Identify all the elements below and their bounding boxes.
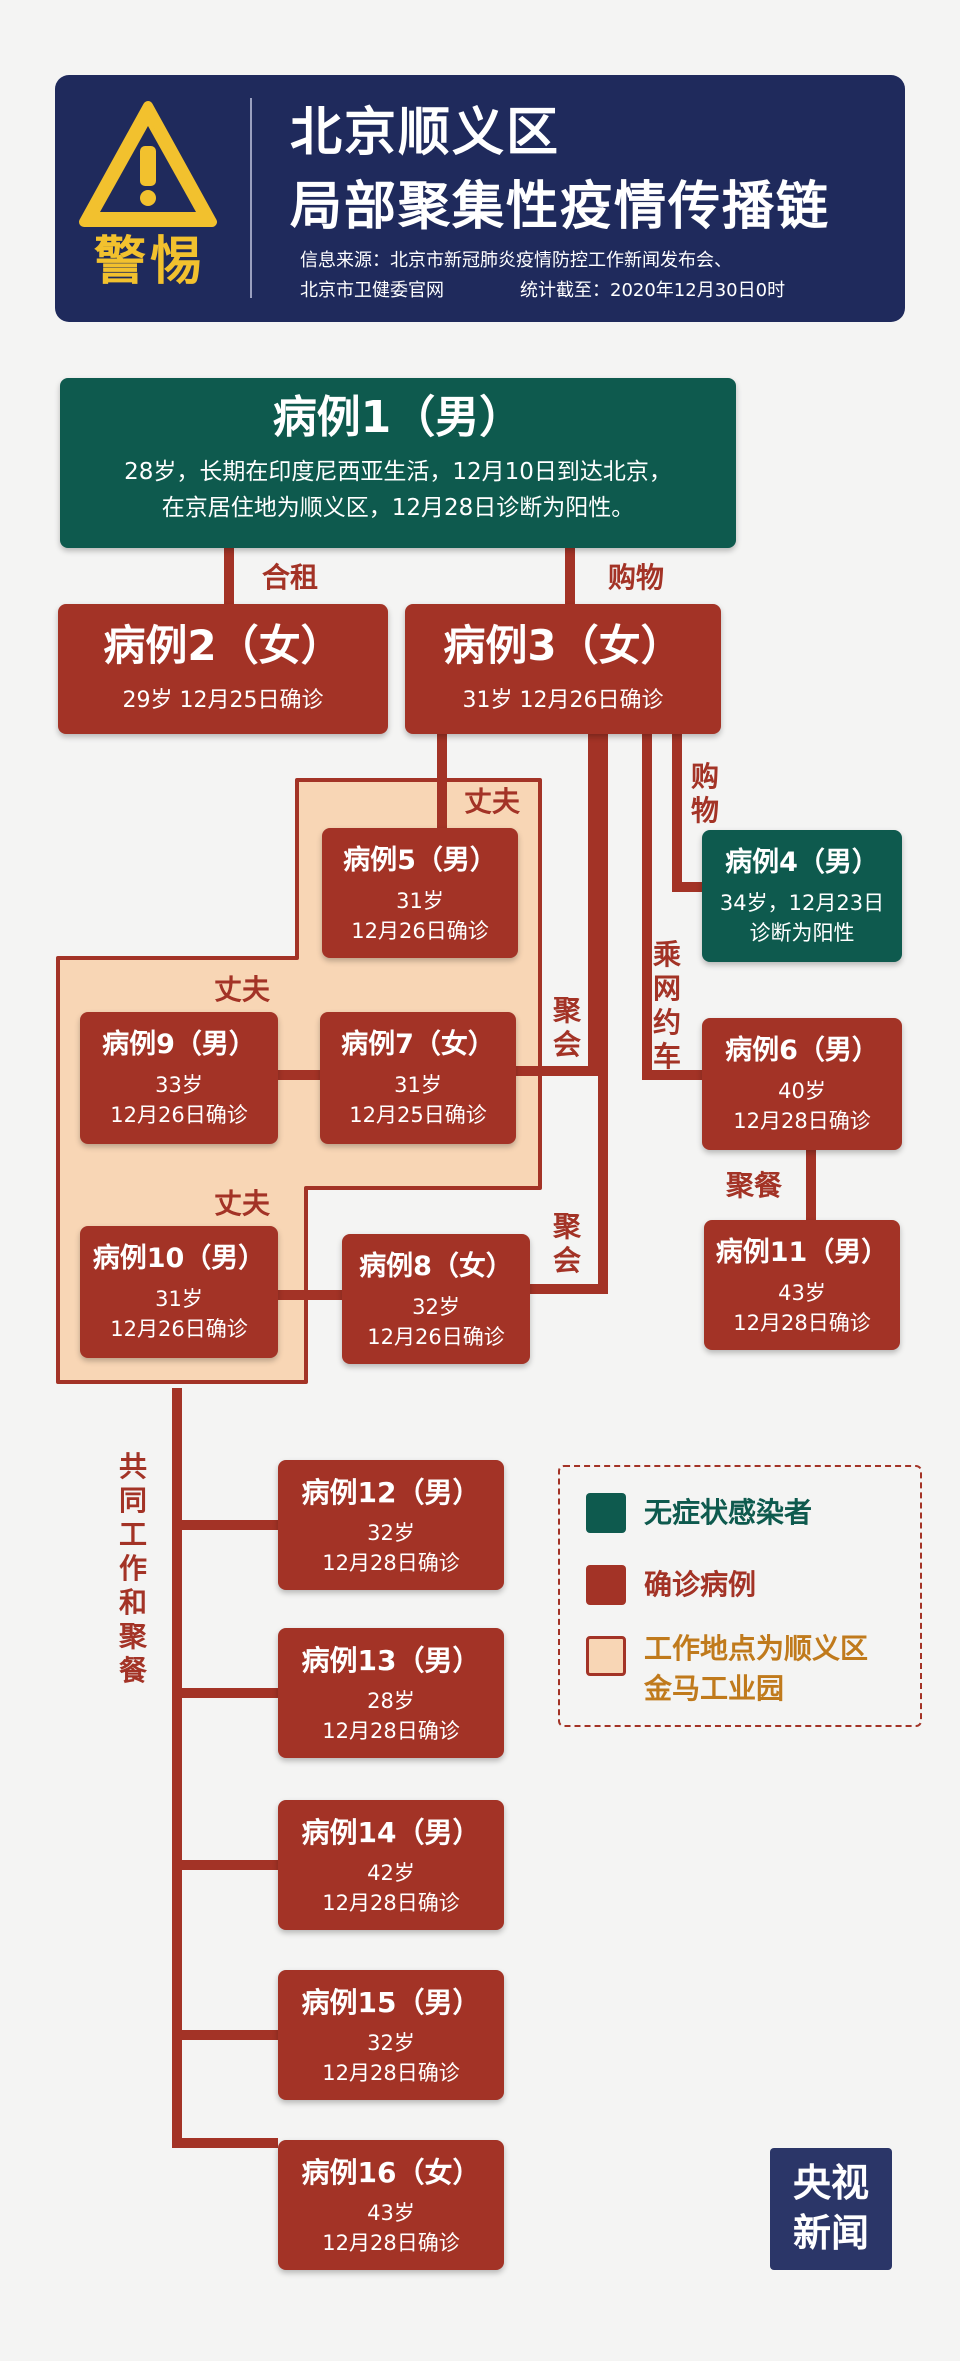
- page-title-line2: 局部聚集性疫情传播链: [290, 177, 831, 237]
- connector-8-10: [278, 1290, 342, 1300]
- connector-3-4-v: [672, 734, 682, 892]
- case-node-5: 病例5（男） 31岁 12月26日确诊: [322, 828, 518, 958]
- connector-branch-12: [172, 1520, 278, 1530]
- relation-label-group: 共同工作和聚餐: [118, 1450, 147, 1687]
- case-node-2: 病例2（女） 29岁 12月25日确诊: [58, 604, 388, 734]
- case-node-14: 病例14（男） 42岁 12月28日确诊: [278, 1800, 504, 1930]
- connector-3-4-h: [672, 882, 702, 892]
- legend-label-confirmed: 确诊病例: [644, 1568, 757, 1601]
- relation-label-7-9: 丈夫: [214, 973, 271, 1006]
- connector-3-5: [437, 734, 447, 828]
- connector-7-9: [278, 1070, 322, 1080]
- relation-label-1-3: 购物: [608, 561, 665, 594]
- case-node-12: 病例12（男） 32岁 12月28日确诊: [278, 1460, 504, 1590]
- logo-line1: 央视: [792, 2161, 869, 2205]
- relation-label-8-10: 丈夫: [214, 1187, 271, 1220]
- case-node-10: 病例10（男） 31岁 12月26日确诊: [80, 1226, 278, 1358]
- case-node-8: 病例8（女） 32岁 12月26日确诊: [342, 1234, 530, 1364]
- legend-swatch-workplace: [586, 1636, 626, 1676]
- connector-branch-15: [172, 2030, 278, 2040]
- legend: [558, 1465, 922, 1727]
- relation-label-6-11: 聚餐: [726, 1169, 783, 1202]
- case-node-15: 病例15（男） 32岁 12月28日确诊: [278, 1970, 504, 2100]
- legend-label-workplace-line2: 金马工业园: [644, 1672, 785, 1705]
- case-node-3: 病例3（女） 31岁 12月26日确诊: [405, 604, 721, 734]
- case-node-9: 病例9（男） 33岁 12月26日确诊: [80, 1012, 278, 1144]
- connector-6-11: [806, 1150, 816, 1220]
- warning-triangle-icon: [79, 101, 217, 227]
- case-node-16: 病例16（女） 43岁 12月28日确诊: [278, 2140, 504, 2270]
- connector-1-3: [565, 548, 575, 608]
- source-line1: 信息来源：北京市新冠肺炎疫情防控工作新闻发布会、: [300, 250, 732, 271]
- relation-label-3-4: 购物: [690, 760, 719, 827]
- connector-3-6-h: [642, 1070, 702, 1080]
- legend-label-workplace-line1: 工作地点为顺义区: [644, 1632, 869, 1665]
- legend-label-asymptomatic: 无症状感染者: [644, 1496, 813, 1529]
- legend-swatch-confirmed: [586, 1565, 626, 1605]
- connector-branch-14: [172, 1860, 278, 1870]
- relation-label-3-6: 乘网约车: [652, 938, 681, 1073]
- page-title-line1: 北京顺义区: [290, 103, 561, 163]
- warning-label: 警惕: [93, 232, 206, 292]
- relation-label-3-5: 丈夫: [464, 785, 521, 818]
- stat-date: 统计截至：2020年12月30日0时: [520, 280, 786, 301]
- case-node-7: 病例7（女） 31岁 12月25日确诊: [320, 1012, 516, 1144]
- case-node-4: 病例4（男） 34岁，12月23日 诊断为阳性: [702, 830, 902, 962]
- case-node-1: 病例1（男） 28岁，长期在印度尼西亚生活，12月10日到达北京， 在京居住地为…: [60, 378, 736, 548]
- case-node-13: 病例13（男） 28岁 12月28日确诊: [278, 1628, 504, 1758]
- connector-3-6-v: [642, 734, 652, 1080]
- connector-10-group-trunk: [172, 1388, 182, 2148]
- connector-branch-16: [172, 2138, 278, 2148]
- connector-1-2: [224, 548, 234, 608]
- case-node-6: 病例6（男） 40岁 12月28日确诊: [702, 1018, 902, 1150]
- cctv-news-logo: 央视 新闻: [770, 2148, 892, 2270]
- relation-label-1-2: 合租: [262, 561, 319, 594]
- relation-label-3-7: 聚会: [552, 994, 581, 1061]
- connector-3-8-v: [598, 734, 608, 1294]
- connector-branch-13: [172, 1688, 278, 1698]
- logo-line2: 新闻: [792, 2211, 869, 2255]
- connector-3-7-v: [588, 734, 598, 1076]
- case-node-11: 病例11（男） 43岁 12月28日确诊: [704, 1220, 900, 1350]
- header-divider: [250, 98, 252, 298]
- relation-label-3-8: 聚会: [552, 1210, 581, 1277]
- source-line2: 北京市卫健委官网: [300, 280, 444, 301]
- connector-3-8-h: [530, 1284, 608, 1294]
- connector-3-7-h: [516, 1066, 598, 1076]
- legend-swatch-asymptomatic: [586, 1493, 626, 1533]
